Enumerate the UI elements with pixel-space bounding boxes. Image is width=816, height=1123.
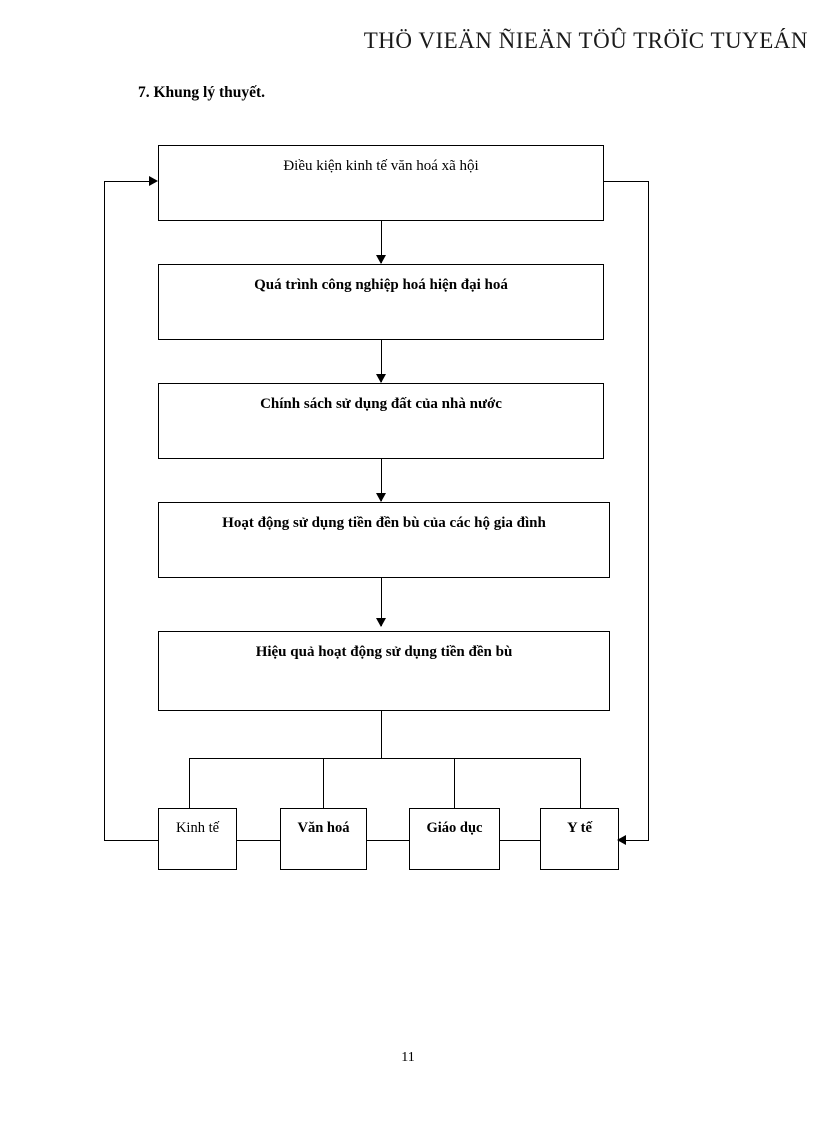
flow-node-label: Hoạt động sử dụng tiền đền bù của các hộ…	[222, 515, 546, 531]
flow-node-kinh-te: Kinh tế	[158, 808, 237, 870]
connector-line-n5-bus	[381, 711, 382, 758]
flow-node-label: Kinh tế	[175, 820, 220, 836]
connector-line-n1-n2	[381, 221, 382, 263]
connector-line-n2-n3	[381, 340, 382, 382]
flow-node-label: Văn hoá	[297, 820, 350, 836]
flow-node-label: Quá trình công nghiệp hoá hiện đại hoá	[254, 277, 508, 293]
flow-node-label: Điều kiện kinh tế văn hoá xã hội	[283, 158, 479, 174]
connector-bus-horizontal	[189, 758, 580, 759]
feedback-right-bottom-segment	[619, 840, 649, 841]
flow-node-label: Giáo dục	[426, 820, 483, 836]
flow-node-qua-trinh-cong-nghiep-hoa-hien-dai-hoa: Quá trình công nghiệp hoá hiện đại hoá	[158, 264, 604, 340]
arrow-down-icon-n4-n5	[376, 618, 386, 627]
running-header: THÖ VIEÄN ÑIEÄN TÖÛ TRÖÏC TUYEÁN	[363, 28, 808, 53]
arrow-down-icon-n3-n4	[376, 493, 386, 502]
flow-node-label: Hiệu quả hoạt động sử dụng tiền đền bù	[255, 644, 513, 660]
flow-node-dieu-kien-kinh-te-van-hoa-xa-hoi: Điều kiện kinh tế văn hoá xã hội	[158, 145, 604, 221]
flow-node-label: Chính sách sử dụng đất của nhà nước	[260, 396, 502, 412]
feedback-left-vertical-segment	[104, 181, 105, 841]
connector-giao-duc-y-te	[500, 840, 540, 841]
connector-line-n3-n4	[381, 459, 382, 501]
flow-node-van-hoa: Văn hoá	[280, 808, 367, 870]
flow-node-hieu-qua-hoat-dong-su-dung-tien-den-bu: Hiệu quả hoạt động sử dụng tiền đền bù	[158, 631, 610, 711]
flow-node-giao-duc: Giáo dục	[409, 808, 500, 870]
connector-line-bus-giao-duc	[454, 758, 455, 809]
connector-kinh-te-van-hoa	[237, 840, 280, 841]
arrow-left-icon-into-y-te	[617, 835, 626, 845]
section-heading: 7. Khung lý thuyết.	[138, 84, 266, 101]
connector-van-hoa-giao-duc	[367, 840, 409, 841]
page-number: 11	[401, 1050, 415, 1065]
flow-node-hoat-dong-su-dung-tien-den-bu: Hoạt động sử dụng tiền đền bù của các hộ…	[158, 502, 610, 578]
feedback-left-bottom-segment	[104, 840, 158, 841]
theoretical-framework-diagram: Điều kiện kinh tế văn hoá xã hội Quá trì…	[104, 145, 649, 870]
connector-line-bus-y-te	[580, 758, 581, 809]
arrow-right-icon-into-node1	[149, 176, 158, 186]
arrow-down-icon-n1-n2	[376, 255, 386, 264]
feedback-right-top-segment	[604, 181, 649, 182]
flow-node-chinh-sach-su-dung-dat-cua-nha-nuoc: Chính sách sử dụng đất của nhà nước	[158, 383, 604, 459]
flow-node-label: Y tế	[567, 820, 592, 836]
feedback-left-top-segment	[104, 181, 152, 182]
connector-line-bus-van-hoa	[323, 758, 324, 809]
flow-node-y-te: Y tế	[540, 808, 619, 870]
feedback-right-vertical-segment	[648, 181, 649, 841]
connector-line-bus-kinh-te	[189, 758, 190, 809]
arrow-down-icon-n2-n3	[376, 374, 386, 383]
connector-line-n4-n5	[381, 578, 382, 626]
